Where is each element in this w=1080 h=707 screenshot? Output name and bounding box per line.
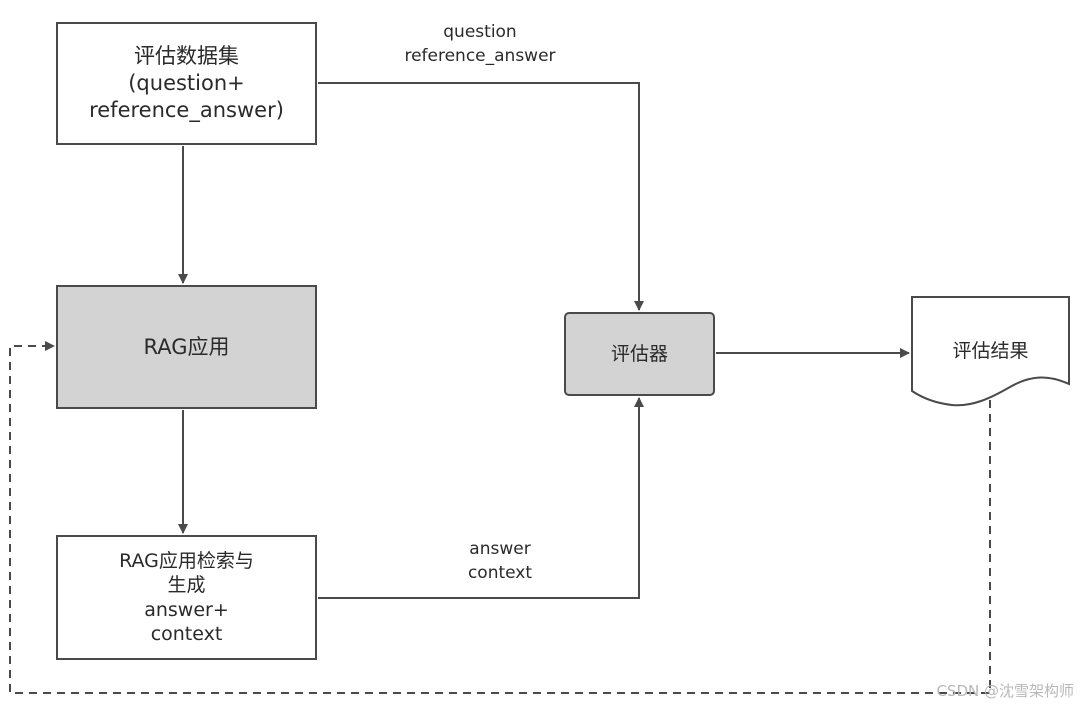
edge-retrieval-to-evaluator: [318, 397, 644, 599]
node-dataset-line-2: (question+: [128, 71, 245, 96]
node-rag-app-label: RAG应用: [143, 334, 230, 359]
node-result-label: 评估结果: [952, 339, 1029, 362]
edge-label-question-reference: question reference_answer: [388, 20, 572, 68]
edge-label-answer-context: answer context: [440, 537, 560, 585]
node-retrieval-line-4: context: [150, 622, 223, 645]
node-retrieval-line-3: answer+: [144, 598, 229, 621]
edge-dataset-to-evaluator: [318, 82, 644, 311]
edge-label-reference-answer: reference_answer: [404, 46, 556, 66]
node-retrieval-line-2: 生成: [167, 574, 206, 597]
node-dataset-line-3: reference_answer): [89, 97, 284, 122]
node-evaluation-result: 评估结果: [911, 296, 1070, 408]
node-retrieval-line-1: RAG应用检索与: [119, 549, 254, 572]
node-retrieval-generation: RAG应用检索与 生成 answer+ context: [56, 535, 317, 660]
document-shape: [911, 296, 1070, 407]
edge-label-question: question: [443, 22, 517, 42]
watermark: CSDN @沈雪架构师: [936, 682, 1074, 700]
edge-label-answer: answer: [469, 539, 531, 559]
node-rag-app: RAG应用: [56, 285, 317, 409]
edge-label-context: context: [467, 563, 533, 583]
node-evaluator: 评估器: [564, 312, 715, 396]
node-evaluator-label: 评估器: [610, 342, 668, 365]
node-evaluation-dataset: 评估数据集 (question+ reference_answer): [56, 22, 317, 145]
node-dataset-line-1: 评估数据集: [134, 44, 239, 69]
